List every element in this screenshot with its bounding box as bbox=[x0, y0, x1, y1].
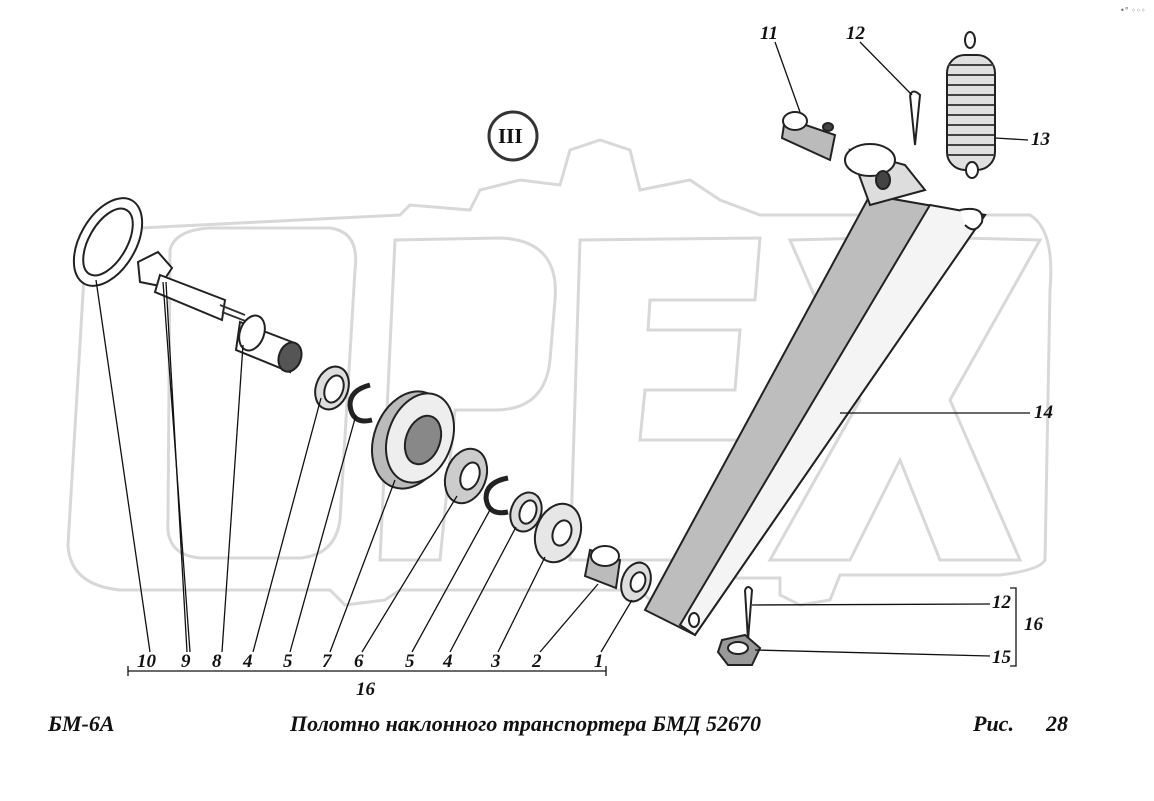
label-14: 14 bbox=[1034, 402, 1053, 423]
label-9: 9 bbox=[181, 651, 191, 672]
part-2-spacer bbox=[583, 545, 622, 590]
footer-title: Полотно наклонного транспортера БМД 5267… bbox=[290, 711, 762, 736]
label-16-assembly: 16 bbox=[356, 679, 375, 700]
part-11-pin bbox=[780, 111, 837, 162]
part-14-arm bbox=[643, 193, 987, 637]
label-8: 8 bbox=[212, 651, 222, 672]
label-10: 10 bbox=[137, 651, 156, 672]
part-4-ring-2 bbox=[509, 491, 543, 533]
label-5: 5 bbox=[283, 651, 293, 672]
label-1: 1 bbox=[594, 651, 604, 672]
arm-hub bbox=[844, 143, 927, 207]
roman-badge-label: III bbox=[498, 124, 523, 148]
label-4b: 4 bbox=[443, 651, 453, 672]
label-16-right: 16 bbox=[1024, 614, 1043, 635]
footer-fig-label: Рис. bbox=[973, 711, 1014, 736]
part-1-washer bbox=[620, 561, 652, 603]
part-15-castle-nut bbox=[716, 633, 762, 666]
part-5-snap-ring bbox=[347, 382, 373, 424]
part-9-bolt bbox=[136, 250, 249, 323]
label-12-bottom: 12 bbox=[992, 592, 1011, 613]
label-5b: 5 bbox=[405, 651, 415, 672]
footer-fig-number: 28 bbox=[1046, 711, 1068, 736]
corner-mark: •° ◦◦◦ bbox=[1120, 6, 1146, 15]
footer-model: БМ-6А bbox=[48, 711, 115, 736]
label-11: 11 bbox=[760, 23, 778, 44]
part-6-bearing bbox=[443, 447, 489, 505]
label-7: 7 bbox=[322, 651, 332, 672]
part-7-pulley bbox=[371, 390, 455, 490]
leader-lines bbox=[95, 41, 1030, 676]
roman-badge bbox=[487, 110, 539, 162]
label-13: 13 bbox=[1031, 129, 1050, 150]
part-13-spring bbox=[946, 31, 996, 179]
part-12-cotter-bottom bbox=[744, 586, 754, 641]
label-12-top: 12 bbox=[846, 23, 865, 44]
label-2: 2 bbox=[532, 651, 542, 672]
label-4: 4 bbox=[243, 651, 253, 672]
part-4-ring bbox=[314, 365, 350, 411]
part-10-washer bbox=[72, 197, 144, 287]
part-12-cotter-top bbox=[909, 90, 922, 146]
label-3: 3 bbox=[491, 651, 501, 672]
label-15: 15 bbox=[992, 647, 1011, 668]
part-3-washer bbox=[533, 502, 583, 564]
label-6: 6 bbox=[354, 651, 364, 672]
part-8-bushing bbox=[234, 314, 303, 374]
part-5-snap-ring-2 bbox=[483, 475, 509, 516]
